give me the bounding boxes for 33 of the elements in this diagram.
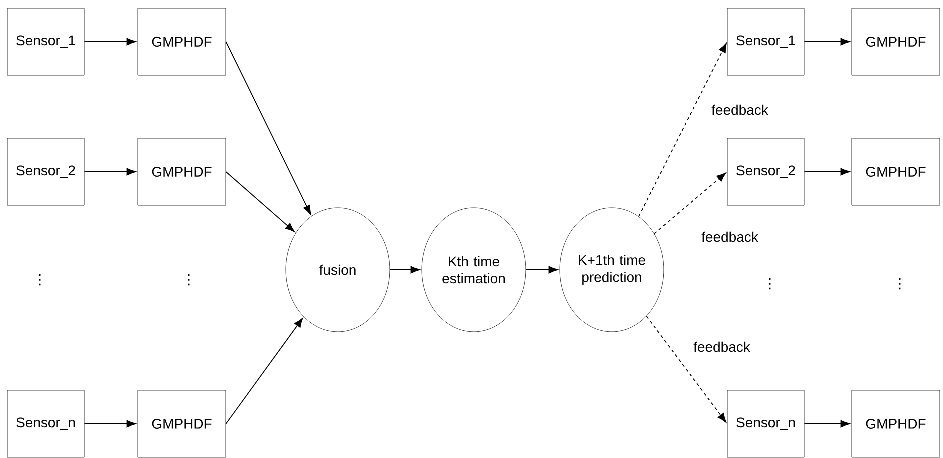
process-box: Sensor_1 <box>7 8 85 76</box>
process-box: GMPHDF <box>852 390 940 458</box>
process-box: GMPHDF <box>852 138 940 206</box>
process-box: Sensor_2 <box>7 138 85 206</box>
arrow <box>84 168 136 176</box>
arrow <box>804 420 850 428</box>
process-box: GMPHDF <box>138 390 226 458</box>
process-box: Sensor_n <box>7 390 85 458</box>
arrow <box>226 42 312 216</box>
arrow <box>646 316 727 423</box>
arrow <box>804 38 850 46</box>
arrow <box>84 38 136 46</box>
arrow <box>226 318 304 424</box>
arrow <box>526 266 558 274</box>
arrow <box>226 172 295 232</box>
arrow <box>804 168 850 176</box>
ellipsis-mark: ⋮ <box>769 278 771 290</box>
process-box: Sensor_1 <box>727 8 805 76</box>
arrow <box>84 420 136 428</box>
process-box: GMPHDF <box>138 8 226 76</box>
edge-label: feedback <box>700 230 760 244</box>
arrow <box>638 43 727 218</box>
arrow <box>390 266 420 274</box>
process-box: Sensor_2 <box>727 138 805 206</box>
edge-label: feedback <box>692 340 752 354</box>
process-box: GMPHDF <box>138 138 226 206</box>
edge-label: feedback <box>710 104 770 116</box>
ellipsis-mark: ⋮ <box>899 278 901 290</box>
arrow <box>654 172 726 234</box>
ellipsis-mark: ⋮ <box>39 274 41 286</box>
ellipsis-mark: ⋮ <box>188 274 190 286</box>
process-box: Sensor_n <box>727 390 805 458</box>
process-box: GMPHDF <box>852 8 940 76</box>
